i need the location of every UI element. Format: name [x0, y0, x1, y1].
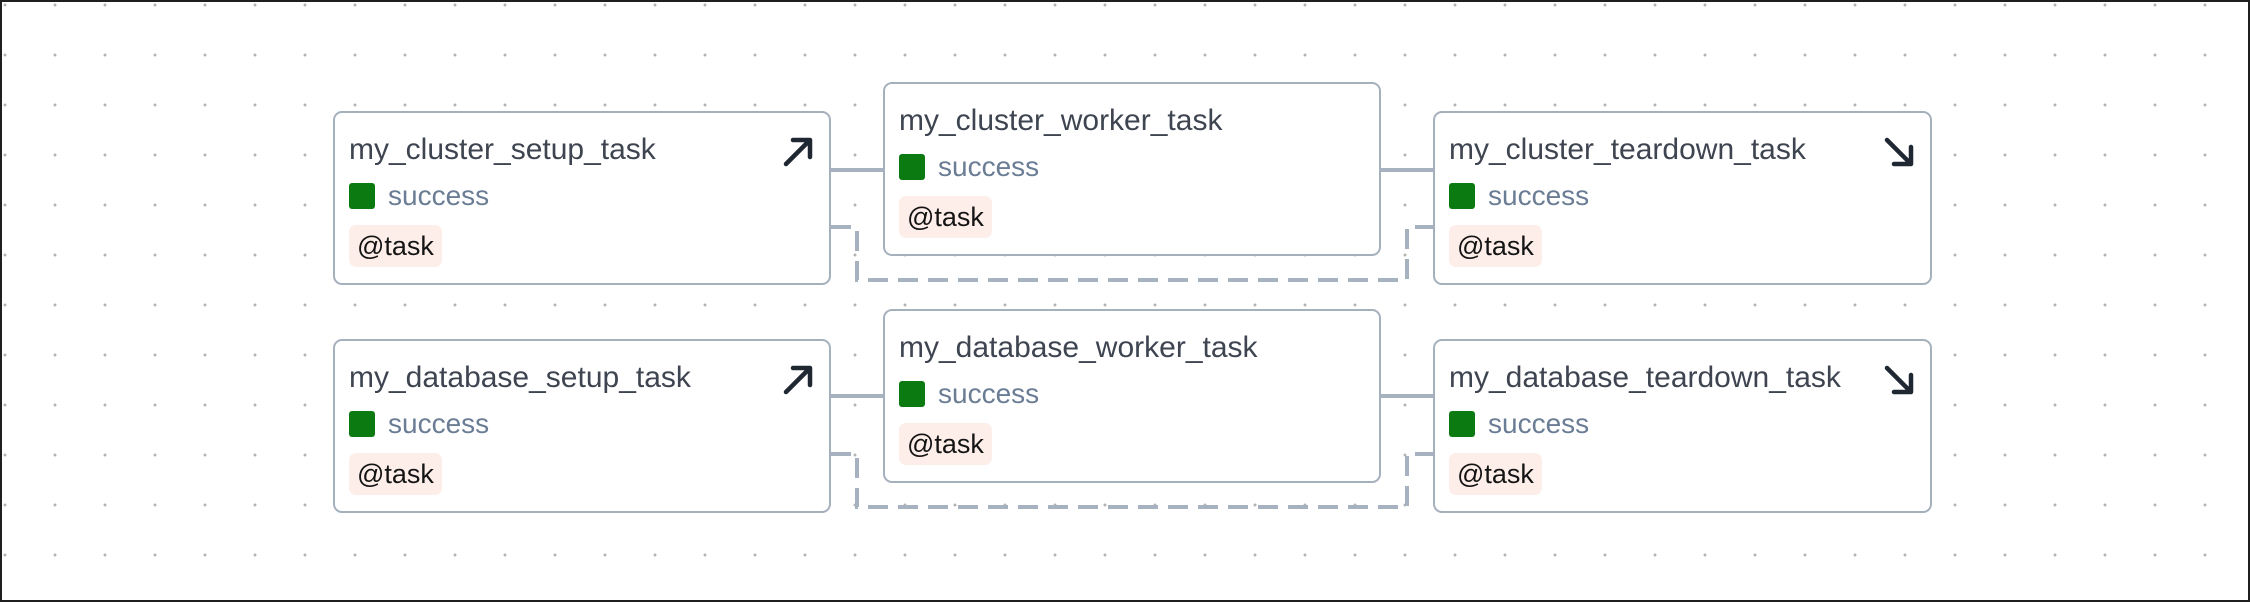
operator-tag: @task	[349, 453, 442, 495]
status-text: success	[938, 378, 1040, 409]
status-square-icon	[349, 183, 375, 209]
task-node-cluster-setup[interactable]: my_cluster_setup_task success @task	[333, 111, 831, 285]
status-text: success	[1488, 408, 1590, 439]
teardown-arrow-icon	[1882, 363, 1916, 397]
status-square-icon	[899, 154, 925, 180]
status-indicator: success	[1449, 180, 1590, 211]
operator-tag: @task	[1449, 225, 1542, 267]
status-square-icon	[1449, 183, 1475, 209]
setup-arrow-icon	[781, 135, 815, 169]
task-name: my_database_setup_task	[349, 361, 691, 394]
setup-arrow-icon	[781, 363, 815, 397]
task-node-database-worker[interactable]: my_database_worker_task success @task	[883, 309, 1381, 483]
status-text: success	[1488, 180, 1590, 211]
status-square-icon	[899, 381, 925, 407]
teardown-arrow-icon	[1882, 135, 1916, 169]
status-indicator: success	[349, 408, 490, 439]
status-indicator: success	[899, 378, 1040, 409]
status-square-icon	[1449, 411, 1475, 437]
task-node-database-setup[interactable]: my_database_setup_task success @task	[333, 339, 831, 513]
status-indicator: success	[1449, 408, 1590, 439]
status-text: success	[938, 151, 1040, 182]
task-name: my_cluster_setup_task	[349, 133, 656, 166]
status-square-icon	[349, 411, 375, 437]
task-name: my_database_worker_task	[899, 331, 1258, 364]
operator-tag: @task	[1449, 453, 1542, 495]
status-text: success	[388, 408, 490, 439]
task-node-database-teardown[interactable]: my_database_teardown_task success @task	[1433, 339, 1932, 513]
task-node-cluster-worker[interactable]: my_cluster_worker_task success @task	[883, 82, 1381, 256]
operator-tag: @task	[899, 196, 992, 238]
status-text: success	[388, 180, 490, 211]
task-name: my_cluster_worker_task	[899, 104, 1223, 137]
task-node-cluster-teardown[interactable]: my_cluster_teardown_task success @task	[1433, 111, 1932, 285]
status-indicator: success	[899, 151, 1040, 182]
operator-tag: @task	[899, 423, 992, 465]
status-indicator: success	[349, 180, 490, 211]
task-name: my_cluster_teardown_task	[1449, 133, 1806, 166]
operator-tag: @task	[349, 225, 442, 267]
task-name: my_database_teardown_task	[1449, 361, 1841, 394]
